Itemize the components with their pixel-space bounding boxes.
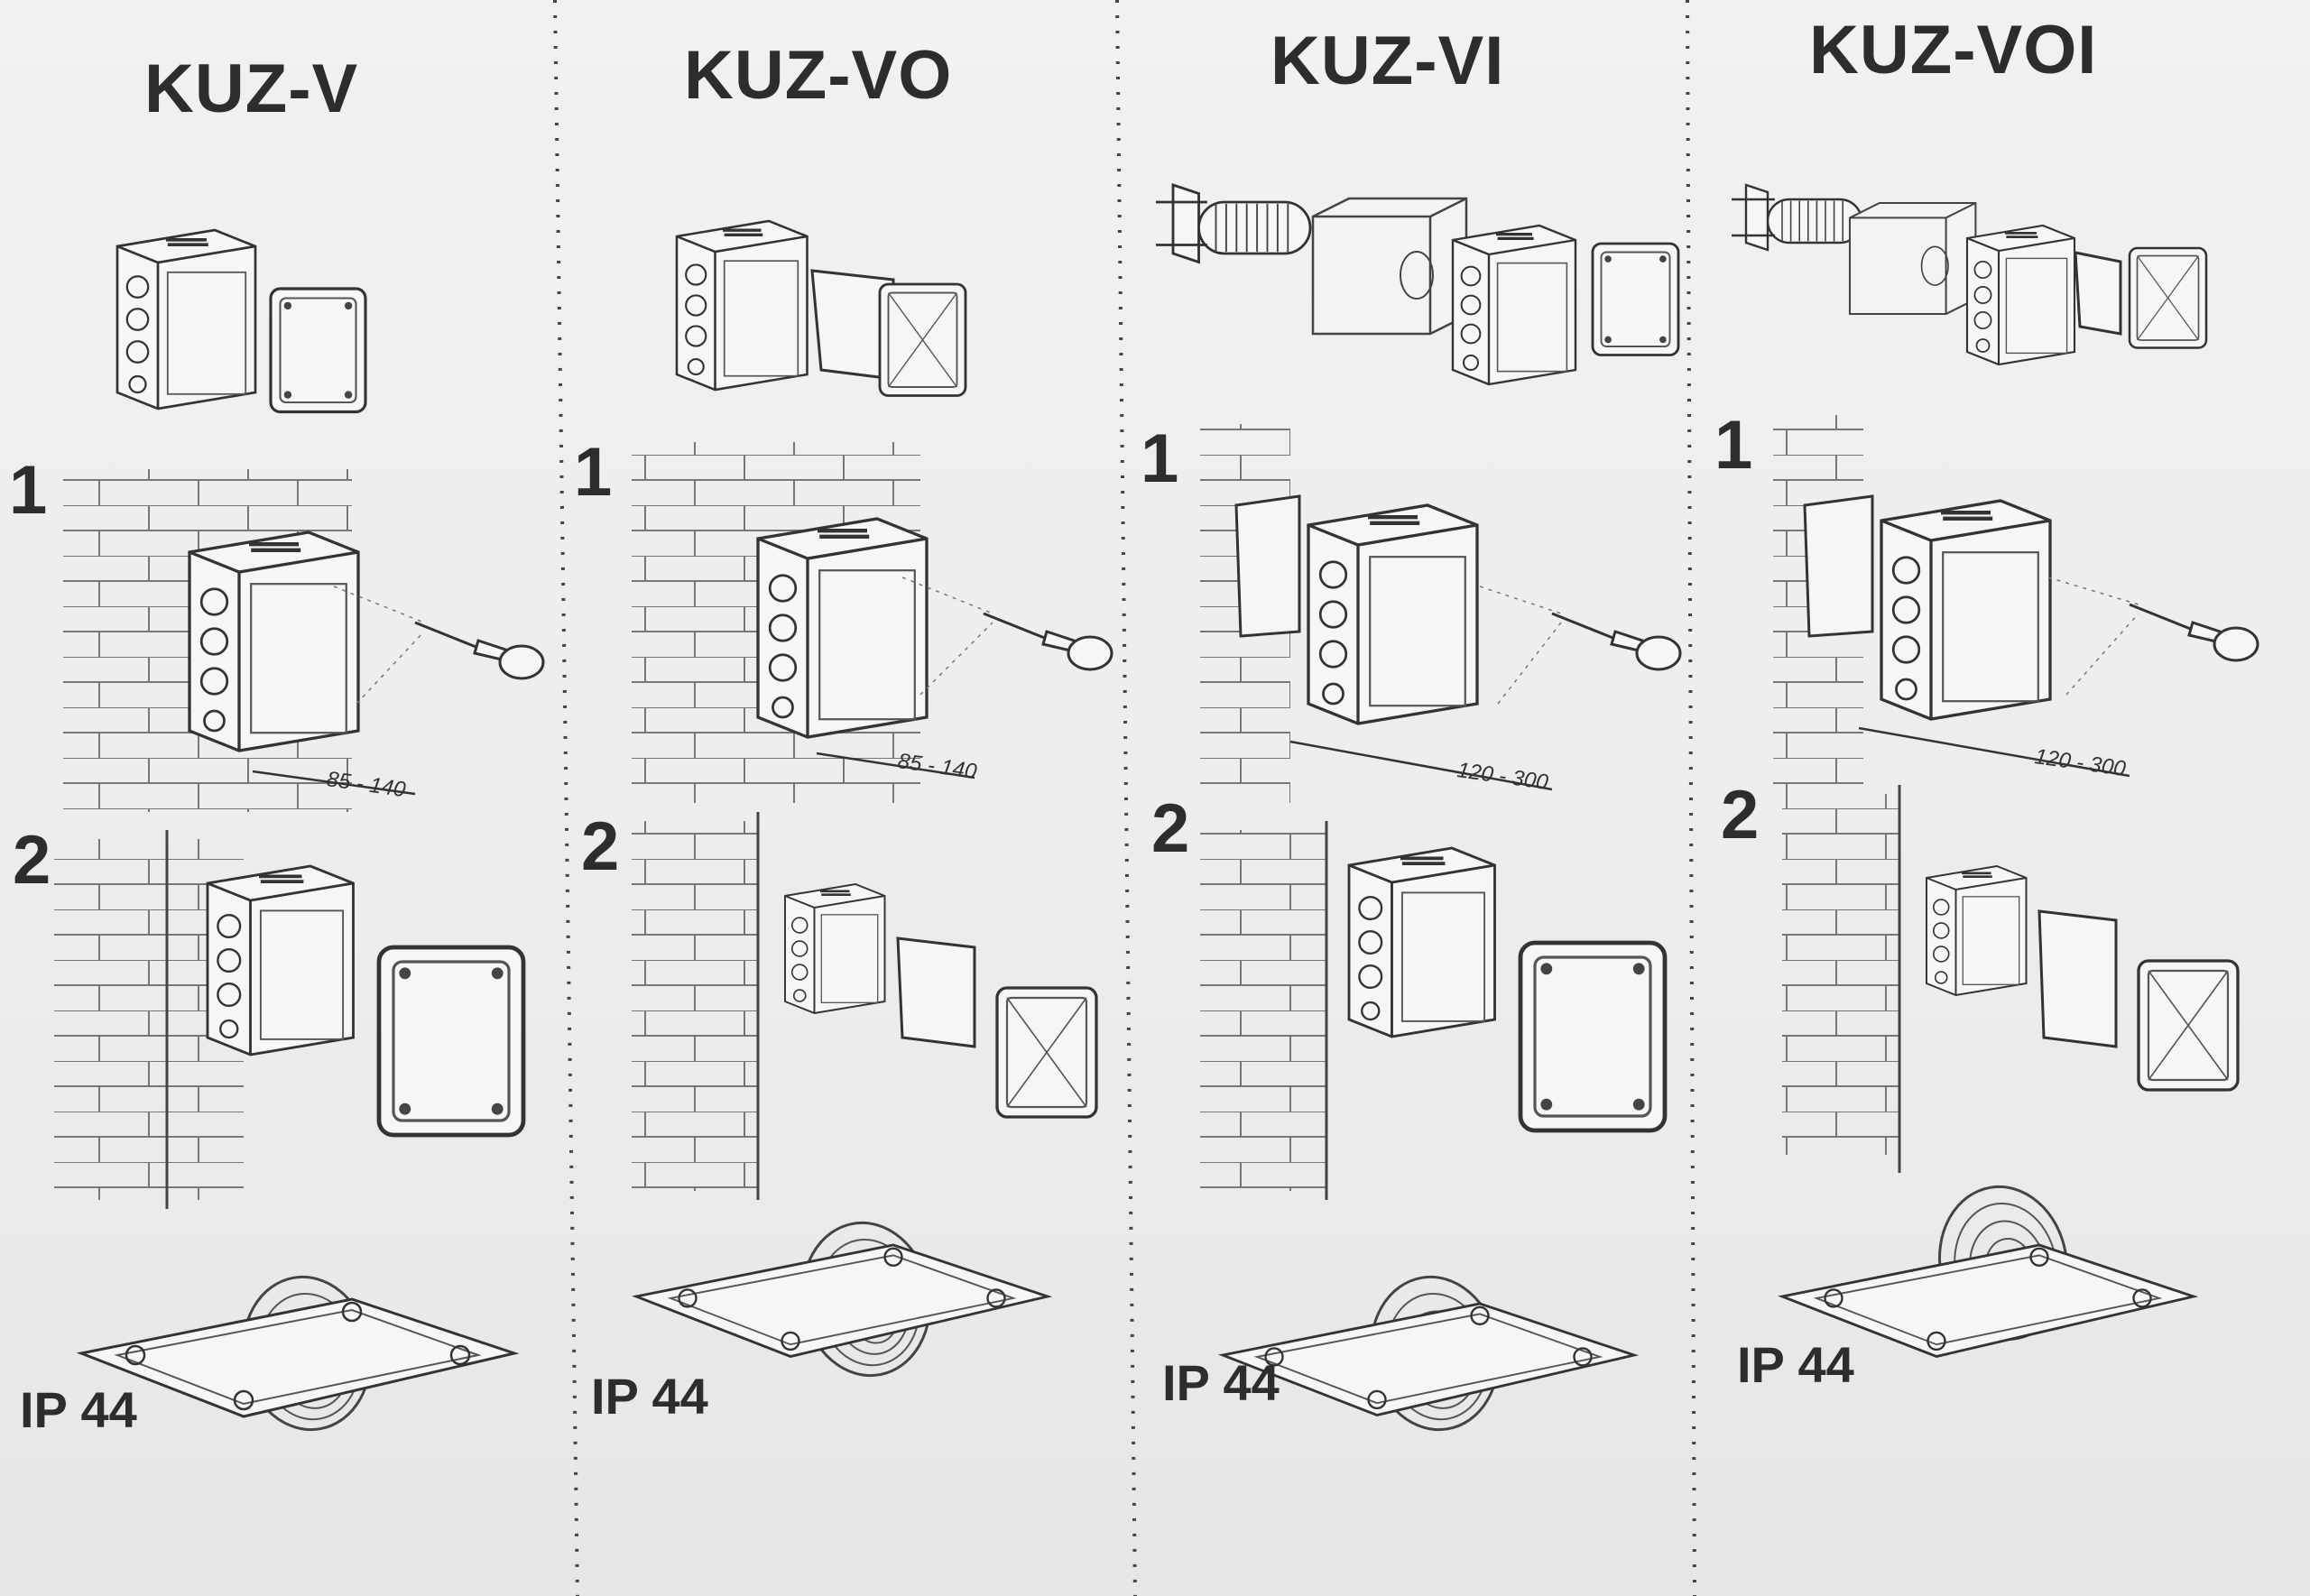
column-1-art: [54, 228, 545, 1442]
ip-rating-col2: IP 44: [591, 1368, 708, 1425]
ip-rating-col3: IP 44: [1162, 1354, 1280, 1411]
column-4-art: [1730, 183, 2259, 1358]
step-2-label-col4: 2: [1721, 777, 1760, 853]
column-title-kuz-v: KUZ-V: [144, 51, 359, 127]
step-1-label-col4: 1: [1714, 407, 1753, 484]
column-title-kuz-voi: KUZ-VOI: [1809, 12, 2098, 88]
step-1-label-col3: 1: [1141, 420, 1179, 497]
column-title-kuz-vo: KUZ-VO: [684, 37, 953, 114]
column-2-art: [632, 219, 1113, 1388]
step-1-label-col2: 1: [574, 434, 613, 511]
column-3-art: [1154, 183, 1682, 1442]
column-dividers: [553, 0, 1696, 1596]
step-2-label-col3: 2: [1151, 790, 1190, 867]
ip-rating-col1: IP 44: [20, 1381, 137, 1438]
step-1-label-col1: 1: [9, 452, 48, 529]
column-title-kuz-vi: KUZ-VI: [1270, 23, 1505, 99]
step-2-label-col2: 2: [581, 808, 620, 885]
step-2-label-col1: 2: [13, 822, 51, 899]
ip-rating-col4: IP 44: [1737, 1336, 1854, 1393]
